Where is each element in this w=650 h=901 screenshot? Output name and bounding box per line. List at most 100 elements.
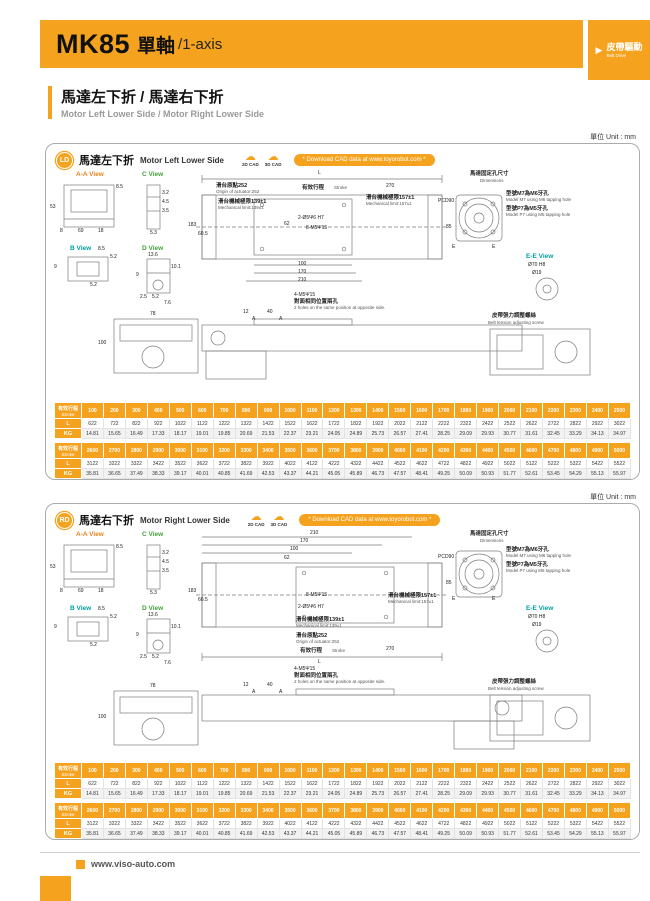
stroke-header-cell: 3700 — [322, 442, 346, 459]
cad-3d-button[interactable]: ☁ 3D CAD — [265, 152, 282, 168]
stroke-header-cell: 1300 — [344, 402, 368, 419]
pcd-label: PCD90 — [438, 198, 455, 204]
table-value-cell: 4122 — [300, 818, 324, 829]
table-value-cell: 5222 — [542, 458, 565, 469]
table-value-cell: 1322 — [234, 778, 258, 789]
table-value-cell: 3222 — [102, 818, 126, 829]
table-value-cell: 29.93 — [476, 428, 500, 439]
table-value-cell: 38.33 — [146, 828, 170, 839]
table-value-cell: 24.89 — [344, 428, 368, 439]
table-value-cell: 2522 — [498, 778, 522, 789]
stroke-header-cell: 2000 — [498, 762, 522, 779]
table-value-cell: 922 — [146, 418, 170, 429]
table-value-cell: 30.77 — [498, 428, 522, 439]
stroke-header-cell: 600 — [190, 762, 214, 779]
table-value-cell: 35.81 — [81, 828, 104, 839]
table-value-cell: 15.65 — [102, 788, 126, 799]
table-value-cell: 2522 — [498, 418, 522, 429]
table-value-cell: 4822 — [454, 818, 478, 829]
holes-4-en-label: 2 holes on the same position at opposite… — [294, 305, 386, 310]
sec-E-label: E — [452, 244, 456, 250]
holes-4-cn-label: 對面相同位置兩孔 — [294, 299, 339, 305]
table-value-cell: 2422 — [476, 418, 500, 429]
table-value-cell: 3522 — [168, 818, 192, 829]
download-cad-button[interactable]: * Download CAD data at www.toyorobot.com… — [299, 514, 441, 526]
sec-A-label: A — [252, 689, 256, 695]
table-value-cell: 52.61 — [520, 828, 544, 839]
origin-cn-label: 滑台原點252 — [216, 183, 248, 189]
table-value-cell: 3022 — [607, 418, 632, 429]
table-value-cell: 2922 — [585, 778, 609, 789]
footer-url[interactable]: www.viso-auto.com — [91, 859, 176, 869]
table-value-cell: 4322 — [344, 818, 368, 829]
dim-3-2-label: 3.2 — [162, 190, 169, 196]
table-value-cell: 47.57 — [388, 828, 412, 839]
table-value-cell: 2822 — [563, 778, 587, 789]
table-value-cell: 50.09 — [454, 468, 478, 479]
drive-label-en: Belt Drive — [606, 52, 626, 58]
table-value-cell: 26.57 — [388, 428, 412, 439]
dim-270-label: 270 — [386, 183, 395, 189]
table-value-cell: 22.37 — [278, 788, 302, 799]
holes-4-en-label: 2 holes on the same position at opposite… — [294, 679, 386, 684]
dim-60-5-label: 60.5 — [198, 231, 208, 237]
mech157-en-label: Mechanical limit:157±1 — [388, 599, 434, 604]
stroke-header-cell: 3200 — [212, 442, 236, 459]
table-value-cell: 24.89 — [344, 788, 368, 799]
table-value-cell: 822 — [124, 778, 148, 789]
cad-2d-button[interactable]: ☁ 2D CAD — [248, 512, 265, 528]
table-value-cell: 42.53 — [256, 828, 280, 839]
d-view-label: D View — [142, 605, 164, 612]
table-value-cell: 1922 — [366, 778, 390, 789]
mech157-en-label: Mechanical limit:157±1 — [366, 201, 412, 206]
stroke-header-cell: 1800 — [454, 402, 478, 419]
download-cad-button[interactable]: * Download CAD data at www.toyorobot.com… — [293, 154, 435, 166]
table-value-cell: 5422 — [585, 458, 609, 469]
table-value-cell: 17.33 — [146, 788, 170, 799]
stroke-header-cell: 4800 — [563, 802, 587, 819]
stroke-header-cell: 400 — [146, 402, 170, 419]
table-value-cell: 5122 — [520, 458, 544, 469]
dim-3-2-label: 3.2 — [162, 550, 169, 556]
dim-8-label: 8 — [60, 588, 63, 594]
panel-motor-left: LD 馬達左下折 Motor Left Lower Side ☁ 2D CAD … — [45, 143, 640, 480]
stroke-header-cell: 1000 — [278, 402, 302, 419]
stroke-header-cell: 2300 — [563, 402, 587, 419]
mount-cn-label: 馬達固定孔尺寸 — [470, 171, 509, 177]
table-value-cell: 19.01 — [190, 428, 214, 439]
ee-view-label: E-E View — [526, 253, 554, 260]
table-value-cell: 19.85 — [212, 428, 236, 439]
cad-3d-button[interactable]: ☁ 3D CAD — [271, 512, 288, 528]
table-value-cell: 3222 — [102, 458, 126, 469]
holes-2-label: 2-Ø5Ψ6 H7 — [298, 604, 324, 610]
table-value-cell: 35.81 — [81, 468, 104, 479]
table-value-cell: 1622 — [300, 778, 324, 789]
section-heading: 馬達左下折 / 馬達右下折 Motor Left Lower Side / Mo… — [48, 86, 264, 119]
stroke-header-cell: 1900 — [476, 402, 500, 419]
table-value-cell: 2122 — [410, 418, 434, 429]
table-value-cell: 34.97 — [607, 428, 632, 439]
table-value-cell: 45.05 — [322, 828, 346, 839]
panel-motor-right: RD 馬達右下折 Motor Right Lower Side ☁ 2D CAD… — [45, 503, 640, 840]
drawing-linework — [63, 175, 591, 380]
row-label-cell: KG — [54, 468, 82, 479]
stroke-header-cell: 1500 — [388, 402, 412, 419]
stroke-header-cell: 1400 — [366, 402, 390, 419]
table-value-cell: 48.41 — [410, 468, 434, 479]
stroke-header-cell: 3800 — [344, 802, 368, 819]
table-value-cell: 5222 — [542, 818, 565, 829]
cad-2d-button[interactable]: ☁ 2D CAD — [242, 152, 259, 168]
table-value-cell: 4922 — [476, 458, 500, 469]
table-value-cell: 23.21 — [300, 428, 324, 439]
dim-170-label: 170 — [300, 538, 309, 544]
holes-8-label: 8-M5Ψ15 — [306, 592, 328, 598]
table-value-cell: 3522 — [168, 458, 192, 469]
sec-A-label: A — [279, 316, 283, 322]
dim-9-label: 9 — [136, 632, 139, 638]
stroke-header-cell: 1900 — [476, 762, 500, 779]
drive-label-cn: 皮帶驅動 — [606, 42, 643, 53]
stroke-header-cell: 3400 — [256, 442, 280, 459]
page-header: MK85 單軸 /1-axis — [40, 20, 583, 68]
